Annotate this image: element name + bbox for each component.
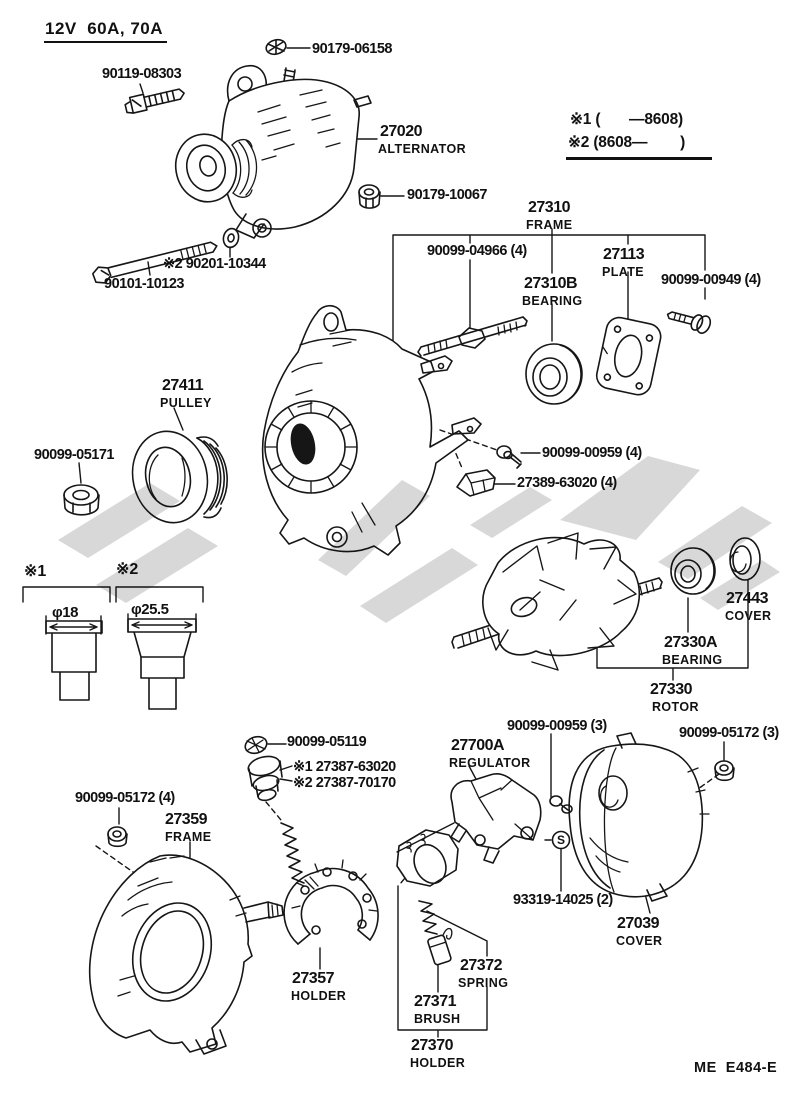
note-line-1: ※1 ( —8608): [570, 111, 683, 128]
part-label-27387-70170: ※2 27387-70170: [293, 775, 396, 791]
brush-27371-drawing: [427, 927, 453, 966]
part-name-plate: PLATE: [602, 265, 645, 279]
part-label-90119-08303: 90119-08303: [102, 66, 182, 82]
note-underline: [566, 157, 712, 160]
part-label-27330a: 27330A: [664, 634, 718, 651]
spring-27372-drawing: [418, 900, 438, 935]
collar-phi18-drawing: [45, 620, 103, 701]
part-name-pulley: PULLEY: [160, 396, 212, 410]
part-label-27370: 27370: [411, 1037, 454, 1054]
part-label-27443: 27443: [726, 590, 769, 607]
dimension-phi18: φ18: [52, 604, 78, 621]
part-label-27359: 27359: [165, 811, 208, 828]
figure-code: ME E484-E: [694, 1060, 778, 1076]
washer-90201-drawing: [222, 227, 240, 249]
plate-27113-drawing: [595, 316, 662, 396]
part-label-27113: 27113: [603, 246, 645, 263]
screw-90099-00949-drawing: [666, 311, 712, 334]
part-label-27700a: 27700A: [451, 737, 505, 754]
part-name-frame-rear: FRAME: [165, 830, 212, 844]
leader-lines: [22, 47, 749, 1038]
part-label-90099-04966: 90099-04966 (4): [427, 243, 527, 259]
part-label-90099-05172-4: 90099-05172 (4): [75, 790, 175, 806]
part-label-90099-00949: 90099-00949 (4): [661, 272, 761, 288]
part-label-27039: 27039: [617, 915, 660, 932]
part-name-bearing-front: BEARING: [522, 294, 583, 308]
frame-27359-drawing: [88, 854, 284, 1055]
part-label-27411: 27411: [162, 377, 204, 394]
part-label-27371: 27371: [414, 993, 457, 1010]
collar-phi25-drawing: [127, 618, 197, 710]
screw-90099-00959-drawing: [496, 445, 522, 469]
bearing-27310b-drawing: [525, 343, 583, 405]
s-symbol-circle: [551, 830, 571, 850]
part-name-brush: BRUSH: [414, 1012, 461, 1026]
part-name-holder-1: HOLDER: [291, 989, 347, 1003]
spring-screw-drawing: [280, 822, 319, 890]
regulator-27700a-drawing: [450, 773, 542, 864]
stud-bolt-drawing: [417, 316, 528, 357]
part-label-27020: 27020: [380, 123, 423, 140]
part-label-27310b: 27310B: [524, 275, 578, 292]
part-label-90099-05171: 90099-05171: [34, 447, 114, 463]
part-name-frame: FRAME: [526, 218, 573, 232]
collar-sym-2: ※2: [116, 561, 139, 578]
part-label-27389-63020: 27389-63020 (4): [517, 475, 617, 491]
holder-27357-drawing: [283, 859, 379, 945]
nut-90099-05172-3-drawing: [714, 760, 735, 782]
cover-27039-drawing: [568, 732, 710, 902]
part-label-90099-05172-3: 90099-05172 (3): [679, 725, 779, 741]
part-label-90179-06158: 90179-06158: [312, 41, 392, 57]
part-label-27387-63020: ※1 27387-63020: [293, 759, 396, 775]
nut-90179-10067-drawing: [358, 184, 381, 209]
part-label-90201-10344: ※2 90201-10344: [163, 256, 266, 272]
diagram-title: 12V 60A, 70A: [44, 20, 168, 43]
screw-90099-00959-3-drawing: [549, 795, 573, 814]
part-label-27372: 27372: [460, 957, 503, 974]
part-name-spring: SPRING: [458, 976, 509, 990]
nut-90099-05172-4-drawing: [107, 826, 128, 848]
bolt-90119-drawing: [124, 88, 185, 114]
part-label-90099-00959-3: 90099-00959 (3): [507, 718, 607, 734]
part-label-27357: 27357: [292, 970, 335, 987]
part-label-27330: 27330: [650, 681, 693, 698]
part-name-cover-rear: COVER: [616, 934, 663, 948]
part-label-90101-10123: 90101-10123: [104, 276, 184, 292]
part-name-alternator: ALTERNATOR: [378, 142, 467, 156]
s-symbol-letter: S: [557, 833, 566, 847]
part-label-93319-14025: 93319-14025 (2): [513, 892, 613, 908]
part-name-bearing-rear: BEARING: [662, 653, 723, 667]
note-line-2: ※2 (8608— ): [568, 134, 686, 151]
holder-cushion-drawing: [396, 822, 459, 887]
clip-90099-05119-drawing: [244, 735, 268, 755]
insulator-27389-drawing: [456, 469, 496, 497]
nut-90099-05171-drawing: [63, 484, 100, 516]
nut-90179-06158-drawing: [265, 38, 287, 56]
alternator-drawing: [174, 65, 372, 239]
part-label-90099-05119: 90099-05119: [287, 734, 367, 750]
part-name-rotor: ROTOR: [652, 700, 699, 714]
rotor-27330-drawing: [451, 532, 663, 671]
collar-sym-1: ※1: [24, 563, 47, 580]
bolt-90101-drawing: [92, 241, 218, 284]
part-label-90099-00959-4: 90099-00959 (4): [542, 445, 642, 461]
cap-27387-drawing: [247, 755, 283, 802]
part-name-holder-2: HOLDER: [410, 1056, 466, 1070]
part-label-27310: 27310: [528, 199, 571, 216]
part-name-regulator: REGULATOR: [449, 756, 531, 770]
dimension-phi25: φ25.5: [131, 601, 169, 618]
part-label-90179-10067: 90179-10067: [407, 187, 487, 203]
part-name-cover-small: COVER: [725, 609, 772, 623]
